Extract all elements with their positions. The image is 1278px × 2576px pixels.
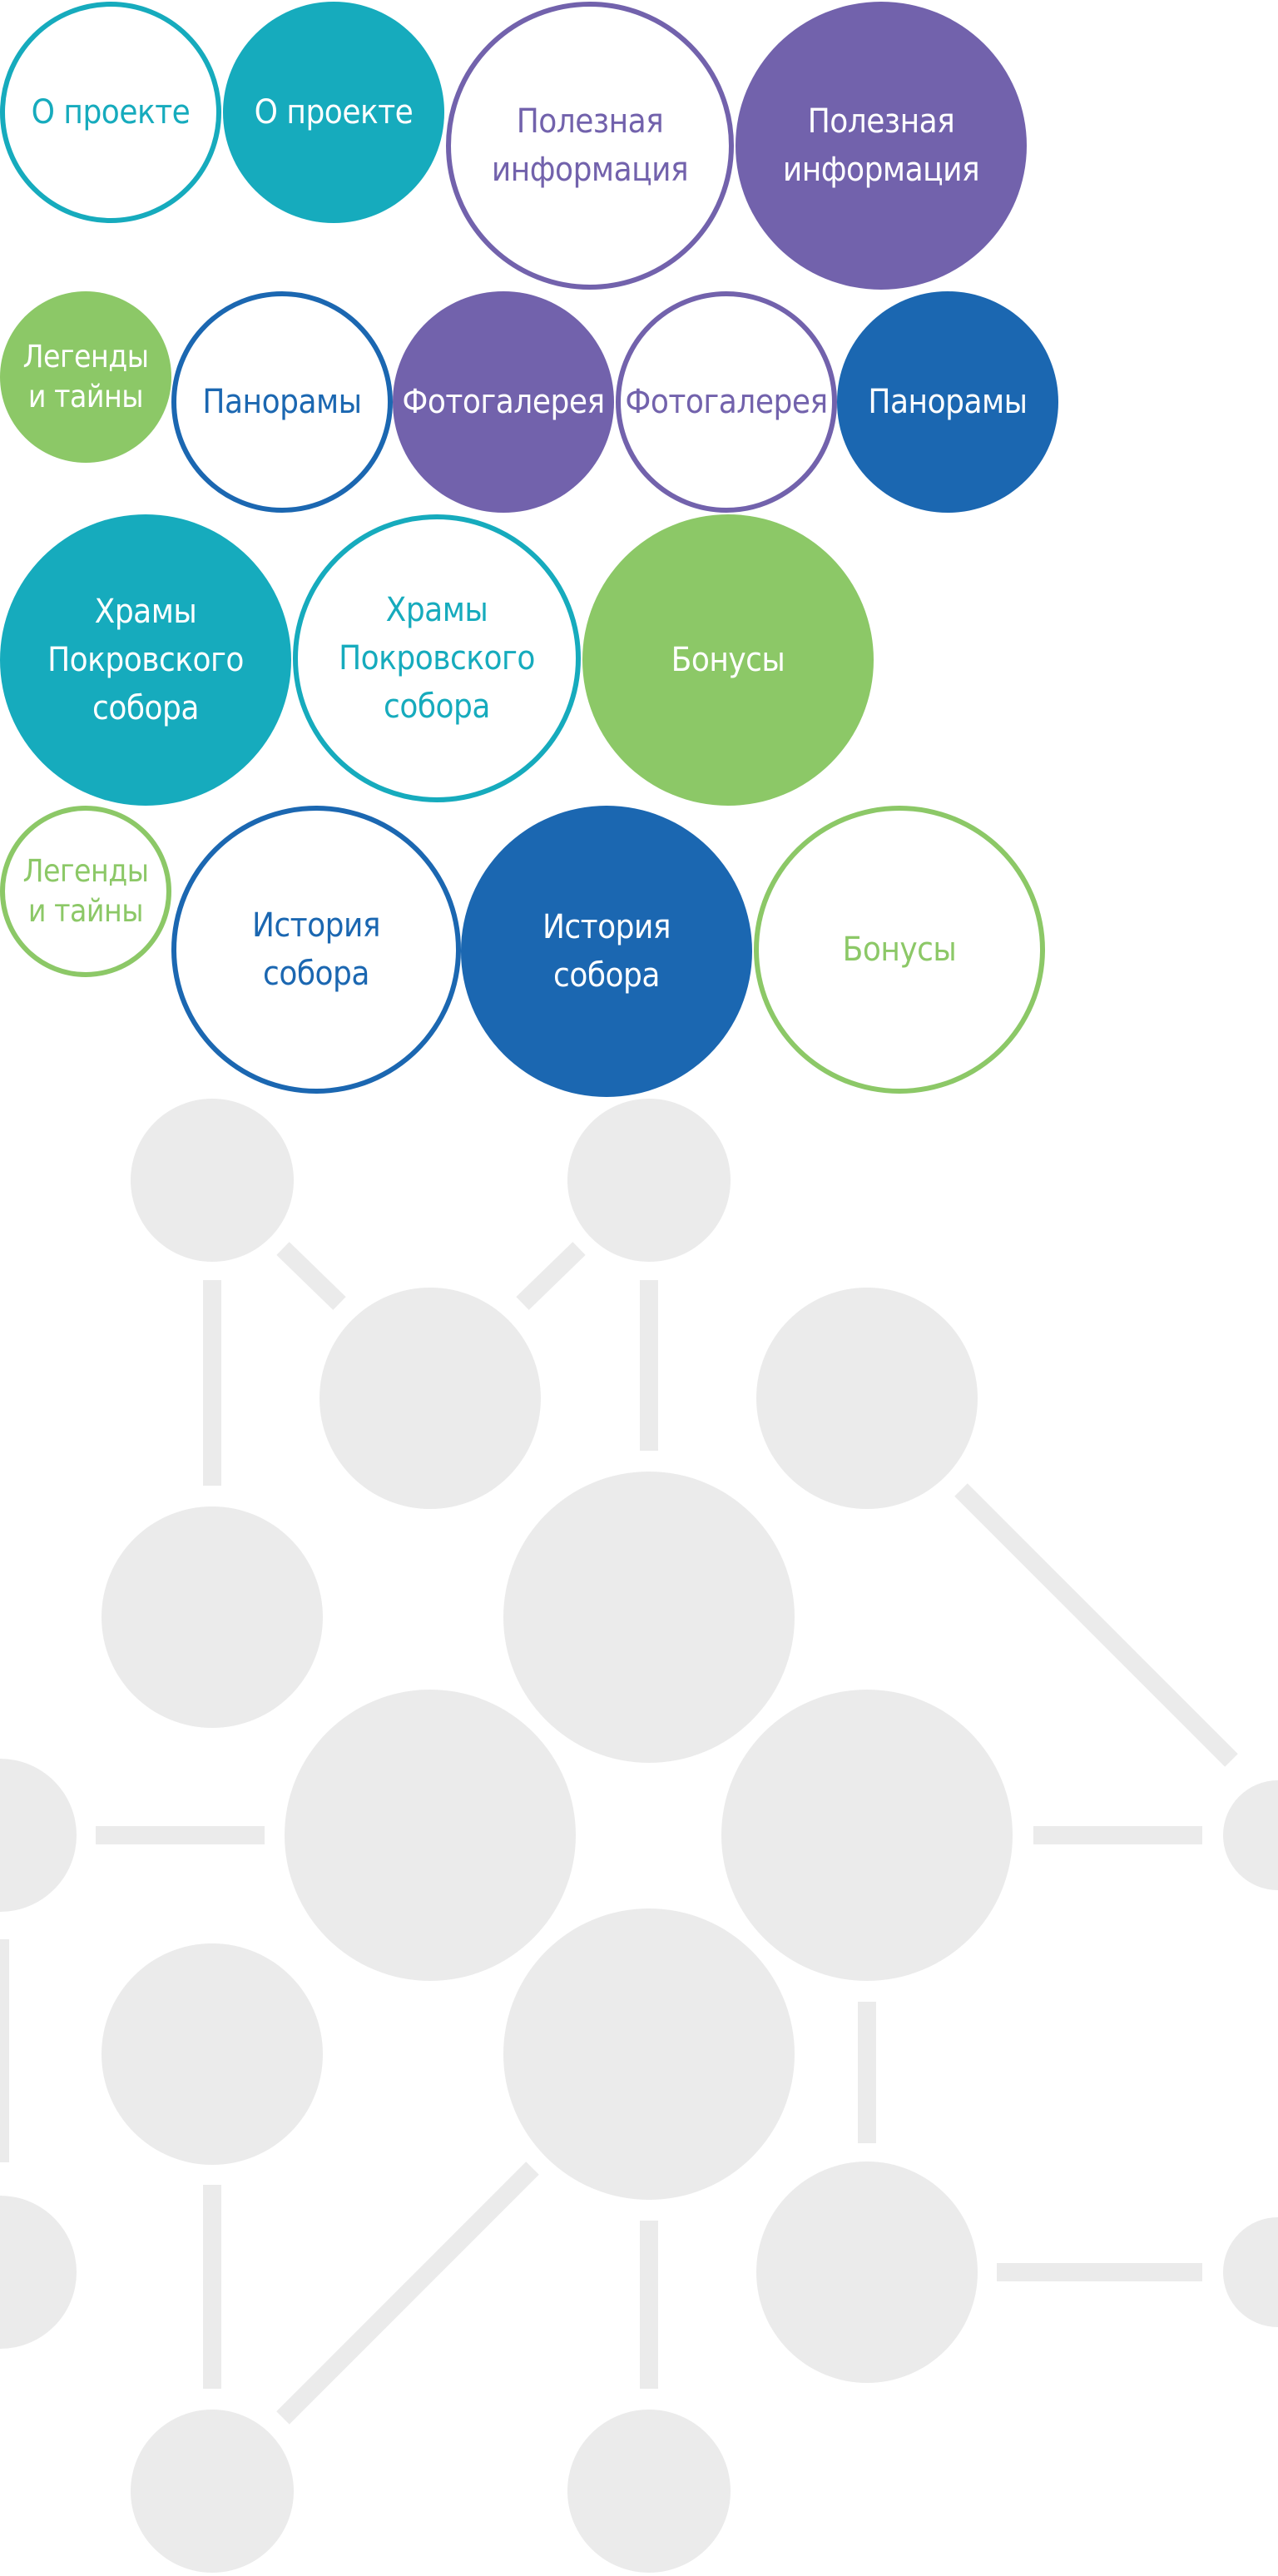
about-project-label: О проекте: [31, 93, 191, 132]
photogallery-button-outline[interactable]: Фотогалерея: [616, 291, 837, 513]
network-node: [131, 2410, 294, 2573]
legends-button-outline[interactable]: Легенды и тайны: [0, 806, 171, 977]
bonuses-button-outline[interactable]: Бонусы: [754, 806, 1045, 1094]
network-node: [0, 2196, 77, 2349]
network-node: [0, 1759, 77, 1912]
legends-label: Легенды и тайны: [22, 852, 149, 929]
network-node: [102, 1943, 323, 2165]
bonuses-button-filled[interactable]: Бонусы: [582, 514, 874, 806]
network-connectors: [0, 1242, 1238, 2425]
network-node: [320, 1288, 541, 1509]
about-project-button-outline[interactable]: О проекте: [0, 2, 221, 223]
useful-info-button-outline[interactable]: Полезная информация: [446, 2, 734, 290]
network-node: [503, 1908, 795, 2200]
network-node: [756, 2162, 978, 2383]
history-label: История собора: [542, 908, 671, 995]
temples-label: Храмы Покровского собора: [339, 591, 535, 726]
bonuses-label: Бонусы: [842, 931, 957, 969]
history-button-filled[interactable]: История собора: [461, 806, 752, 1097]
useful-info-label: Полезная информация: [782, 102, 980, 189]
temples-button-outline[interactable]: Храмы Покровского собора: [293, 514, 581, 802]
network-node: [756, 1288, 978, 1509]
panoramas-button-filled[interactable]: Панорамы: [837, 291, 1058, 513]
network-nodes: [0, 1099, 1278, 2573]
network-node: [567, 1099, 731, 1262]
network-node: [567, 2410, 731, 2573]
history-button-outline[interactable]: История собора: [171, 806, 461, 1094]
network-node: [102, 1506, 323, 1728]
network-node: [1223, 2217, 1278, 2327]
network-connector: [276, 1242, 346, 1310]
network-connector: [276, 2162, 539, 2425]
legends-label: Легенды и тайны: [22, 338, 149, 414]
panoramas-label: Панорамы: [868, 383, 1028, 421]
useful-info-button-filled[interactable]: Полезная информация: [736, 2, 1027, 290]
photogallery-label: Фотогалерея: [625, 383, 828, 421]
panoramas-button-outline[interactable]: Панорамы: [171, 291, 393, 513]
network-node: [285, 1690, 576, 1981]
temples-label: Храмы Покровского собора: [47, 593, 244, 727]
network-node: [503, 1472, 795, 1763]
about-project-label: О проекте: [254, 93, 414, 132]
legends-button-filled[interactable]: Легенды и тайны: [0, 291, 171, 463]
photogallery-label: Фотогалерея: [402, 383, 605, 421]
history-label: История собора: [251, 906, 381, 993]
network-connector: [516, 1242, 586, 1310]
panoramas-label: Панорамы: [202, 383, 362, 421]
about-project-button-filled[interactable]: О проекте: [223, 2, 444, 223]
network-node: [721, 1690, 1013, 1981]
network-connector: [954, 1483, 1238, 1767]
photogallery-button-filled[interactable]: Фотогалерея: [393, 291, 614, 513]
network-node: [131, 1099, 294, 1262]
useful-info-label: Полезная информация: [491, 102, 689, 189]
network-background-graphic: [0, 1099, 1278, 2573]
temples-button-filled[interactable]: Храмы Покровского собора: [0, 514, 291, 806]
network-node: [1223, 1780, 1278, 1890]
bonuses-label: Бонусы: [671, 641, 785, 679]
